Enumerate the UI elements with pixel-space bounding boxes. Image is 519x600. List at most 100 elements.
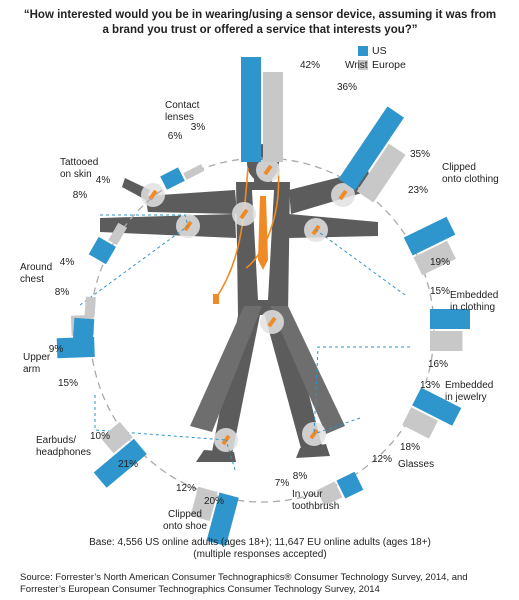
legend-swatch-us bbox=[358, 46, 368, 56]
bar-europe-11 bbox=[108, 222, 127, 246]
category-label-1-line-1: Wrist bbox=[345, 60, 368, 71]
bar-us-4 bbox=[430, 309, 470, 329]
category-label-9-line-1: Upper bbox=[23, 352, 51, 363]
value-label-us-4: 16% bbox=[428, 359, 448, 370]
human-figure-illustration bbox=[100, 144, 378, 462]
sensor-chip-4 bbox=[263, 164, 273, 176]
bar-europe-5 bbox=[402, 407, 438, 439]
category-label-5-line-1: Glasses bbox=[398, 459, 434, 470]
bar-europe-6 bbox=[316, 481, 343, 506]
chart-title: “How interested would you be in wearing/… bbox=[20, 8, 500, 38]
leader-line-7 bbox=[313, 417, 361, 435]
category-label-10-line-1: Around bbox=[20, 262, 52, 273]
base-note: Base: 4,556 US online adults (ages 18+);… bbox=[60, 537, 460, 561]
bar-marks bbox=[56, 57, 470, 546]
value-label-us-6: 8% bbox=[293, 471, 308, 482]
sensor-chip-3 bbox=[239, 208, 249, 220]
figure-left-foot bbox=[196, 450, 236, 462]
value-label-us-3: 19% bbox=[430, 257, 450, 268]
sensor-chip-1 bbox=[148, 189, 158, 201]
value-label-us-7: 20% bbox=[204, 496, 224, 507]
value-label-us-12: 6% bbox=[168, 131, 183, 142]
category-label-11-line-2: on skin bbox=[60, 169, 92, 180]
value-label-us-8: 21% bbox=[118, 459, 138, 470]
value-label-us-5: 18% bbox=[400, 442, 420, 453]
source-note-line-1: Source: Forrester’s North American Consu… bbox=[20, 572, 468, 583]
figure-spread-left-leg bbox=[190, 306, 262, 432]
value-label-europe-1: 36% bbox=[337, 82, 357, 93]
bar-us-9 bbox=[56, 336, 95, 359]
value-label-us-2: 35% bbox=[410, 149, 430, 160]
figure-left-leg bbox=[212, 305, 262, 455]
bar-us-12 bbox=[160, 167, 185, 190]
bar-us-6 bbox=[336, 471, 364, 499]
figure-earbud-plug bbox=[213, 294, 219, 304]
value-label-europe-3: 15% bbox=[430, 286, 450, 297]
bar-europe-1 bbox=[263, 72, 283, 162]
chart-title-line-1: “How interested would you be in wearing/… bbox=[23, 9, 497, 21]
category-label-4-line-1: Embedded bbox=[445, 380, 493, 391]
value-label-us-10: 8% bbox=[55, 287, 70, 298]
leader-line-4 bbox=[225, 439, 236, 471]
figure-right-leg bbox=[262, 305, 322, 452]
bar-us-3 bbox=[403, 216, 456, 256]
source-note: Source: Forrester’s North American Consu… bbox=[20, 572, 510, 596]
value-label-us-9: 15% bbox=[58, 378, 78, 389]
figure-left-arm bbox=[100, 214, 236, 238]
value-label-europe-10: 4% bbox=[60, 257, 75, 268]
source-note-line-2: Forrester’s European Consumer Technograp… bbox=[20, 584, 380, 595]
sensor-chip-5 bbox=[338, 189, 348, 201]
category-label-4-line-2: in jewelry bbox=[445, 392, 487, 403]
category-label-12-line-2: lenses bbox=[165, 112, 194, 123]
value-label-europe-7: 12% bbox=[176, 483, 196, 494]
value-label-europe-4: 13% bbox=[420, 380, 440, 391]
value-label-europe-2: 23% bbox=[408, 185, 428, 196]
bar-europe-7 bbox=[190, 486, 218, 521]
category-label-2-line-2: onto clothing bbox=[442, 174, 499, 185]
category-label-9-line-2: arm bbox=[23, 364, 40, 375]
legend-swatch-europe bbox=[358, 60, 368, 70]
category-label-7-line-2: onto shoe bbox=[163, 521, 207, 532]
legend-label-us: US bbox=[372, 45, 387, 57]
value-label-europe-11: 4% bbox=[96, 175, 111, 186]
leader-line-1 bbox=[100, 214, 189, 227]
category-label-8-line-2: headphones bbox=[36, 447, 91, 458]
legend: US Europe bbox=[358, 44, 406, 72]
leader-line-3 bbox=[94, 395, 227, 441]
bar-europe-4 bbox=[430, 331, 463, 351]
sensor-chip-7 bbox=[267, 316, 277, 328]
base-note-line-1: Base: 4,556 US online adults (ages 18+);… bbox=[89, 537, 431, 548]
category-label-3-line-1: Embedded bbox=[450, 290, 498, 301]
figure-spread-right-leg bbox=[270, 306, 345, 434]
value-label-europe-9: 9% bbox=[49, 344, 64, 355]
category-label-6-line-2: toothbrush bbox=[292, 501, 339, 512]
bar-europe-3 bbox=[413, 240, 456, 276]
legend-label-europe: Europe bbox=[372, 59, 406, 71]
base-note-line-2: (multiple responses accepted) bbox=[193, 549, 327, 560]
leader-line-6 bbox=[313, 346, 410, 435]
value-label-europe-6: 7% bbox=[275, 478, 290, 489]
category-label-11-line-1: Tattooed bbox=[60, 157, 98, 168]
category-label-8-line-1: Earbuds/ bbox=[36, 435, 76, 446]
bar-europe-8 bbox=[100, 421, 133, 454]
chart-title-line-2: a brand you trust or offered a service t… bbox=[102, 24, 418, 36]
bar-us-11 bbox=[88, 236, 116, 265]
value-label-europe-12: 3% bbox=[191, 122, 206, 133]
value-label-us-1: 42% bbox=[300, 60, 320, 71]
bar-europe-2 bbox=[356, 143, 406, 203]
leader-line-5 bbox=[315, 229, 406, 296]
leader-line-2 bbox=[79, 225, 189, 306]
figure-right-foot bbox=[296, 444, 330, 458]
bar-us-2 bbox=[338, 106, 404, 191]
bar-us-5 bbox=[412, 387, 462, 426]
category-label-2-line-1: Clipped bbox=[442, 162, 476, 173]
category-label-10-line-2: chest bbox=[20, 274, 44, 285]
category-label-12-line-1: Contact bbox=[165, 100, 200, 111]
bar-us-7 bbox=[206, 492, 239, 546]
category-label-3-line-2: in clothing bbox=[450, 302, 495, 313]
category-label-7-line-1: Clipped bbox=[168, 509, 202, 520]
value-label-us-11: 8% bbox=[73, 190, 88, 201]
figure-earbud-cord-right bbox=[245, 167, 280, 269]
